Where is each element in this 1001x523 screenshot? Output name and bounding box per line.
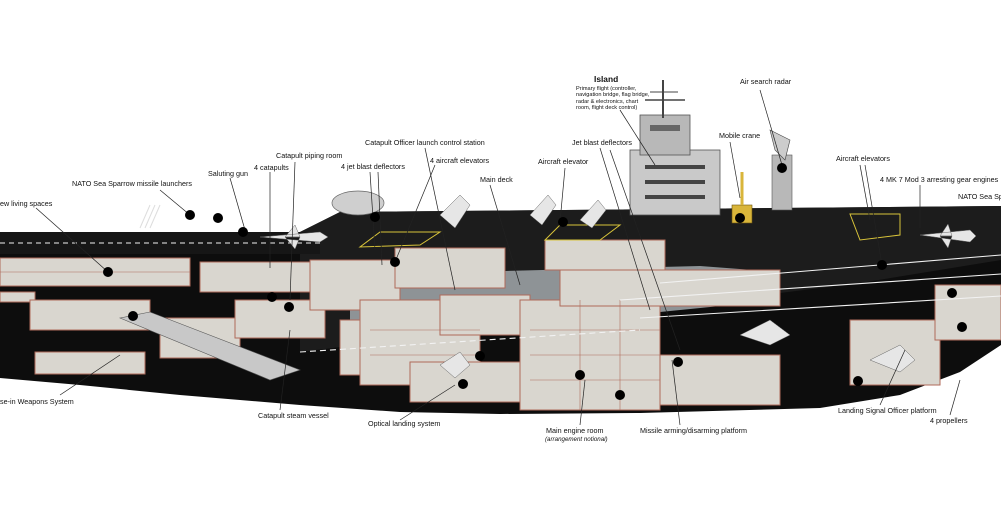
label-aircraft-elevator: Aircraft elevator bbox=[538, 157, 589, 166]
label-catapult-piping-room: Catapult piping room bbox=[276, 151, 343, 160]
compartment-grid bbox=[0, 271, 660, 410]
label-close-in-weapons: se-in Weapons System bbox=[0, 397, 74, 406]
label-arresting-gear: 4 MK 7 Mod 3 arresting gear engines bbox=[880, 175, 999, 184]
leader-lines bbox=[35, 89, 961, 426]
label-main-engine-room: Main engine room bbox=[546, 426, 604, 435]
label-four-propellers: 4 propellers bbox=[930, 416, 968, 425]
label-main-deck: Main deck bbox=[480, 175, 513, 184]
callout-dot-1 bbox=[185, 210, 195, 220]
forward-launchers bbox=[139, 204, 161, 229]
weapons-ramp bbox=[118, 311, 301, 381]
label-nato-sea-sparrow-launchers: NATO Sea Sparrow missile launchers bbox=[72, 179, 192, 188]
deck-markings bbox=[0, 242, 1001, 353]
callout-dot-2 bbox=[213, 213, 223, 223]
callout-dot-8 bbox=[370, 212, 380, 222]
aircraft-2 bbox=[439, 194, 471, 229]
callout-dot-12 bbox=[558, 217, 568, 227]
forward-deck bbox=[0, 232, 320, 254]
label-air-search-radar: Air search radar bbox=[740, 77, 792, 86]
callout-dot-5 bbox=[128, 311, 138, 321]
callout-dot-6 bbox=[267, 292, 277, 302]
label-saluting-gun: Saluting gun bbox=[208, 169, 248, 178]
label-four-catapults: 4 catapults bbox=[254, 163, 289, 172]
label-aircraft-elevators: Aircraft elevators bbox=[836, 154, 890, 163]
aircraft-4 bbox=[579, 199, 607, 229]
callout-dot-21 bbox=[957, 322, 967, 332]
callout-dot-14 bbox=[615, 390, 625, 400]
label-crew-living-spaces: ew living spaces bbox=[0, 199, 53, 208]
callout-dot-4 bbox=[103, 267, 113, 277]
aircraft-3 bbox=[529, 194, 557, 226]
callout-dot-16 bbox=[735, 213, 745, 223]
label-island-desc: Primary flight (controller, navigation b… bbox=[576, 86, 650, 112]
callout-dots bbox=[103, 163, 967, 400]
callout-dot-15 bbox=[673, 357, 683, 367]
callout-dot-20 bbox=[947, 288, 957, 298]
label-landing-signal-officer: Landing Signal Officer platform bbox=[838, 406, 937, 415]
label-nato-sea-sparrow-right: NATO Sea Spa bbox=[958, 192, 1001, 201]
label-island: Island bbox=[594, 74, 619, 84]
label-arrangement-notional: (arrangement notional) bbox=[545, 436, 608, 443]
catapult-station-dome bbox=[331, 190, 385, 216]
radar-mast bbox=[769, 129, 793, 211]
label-four-aircraft-elevators: 4 aircraft elevators bbox=[430, 156, 490, 165]
label-four-jet-blast-deflectors: 4 jet blast deflectors bbox=[341, 162, 405, 171]
callout-dot-17 bbox=[777, 163, 787, 173]
label-catapult-steam-vessel: Catapult steam vessel bbox=[258, 411, 329, 420]
aircraft-5 bbox=[919, 223, 977, 249]
callout-dot-11 bbox=[458, 379, 468, 389]
callout-dot-18 bbox=[853, 376, 863, 386]
aircraft-icons bbox=[259, 194, 977, 379]
deck-yellow-lines bbox=[358, 213, 901, 248]
label-catapult-officer: Catapult Officer launch control station bbox=[365, 138, 485, 147]
aircraft-6 bbox=[739, 319, 791, 346]
label-missile-arming: Missile arming/disarming platform bbox=[640, 426, 748, 435]
callout-dot-3 bbox=[238, 227, 248, 237]
callout-dot-7 bbox=[284, 302, 294, 312]
aircraft-8 bbox=[439, 351, 471, 379]
label-jet-blast-deflectors: Jet blast deflectors bbox=[572, 138, 632, 147]
callout-dot-19 bbox=[877, 260, 887, 270]
label-mobile-crane: Mobile crane bbox=[719, 131, 761, 140]
callout-dot-10 bbox=[475, 351, 485, 361]
aircraft-7 bbox=[869, 344, 916, 373]
callout-dot-13 bbox=[575, 370, 585, 380]
callout-dot-9 bbox=[390, 257, 400, 267]
label-optical-landing-system: Optical landing system bbox=[368, 419, 441, 428]
island bbox=[629, 80, 721, 216]
